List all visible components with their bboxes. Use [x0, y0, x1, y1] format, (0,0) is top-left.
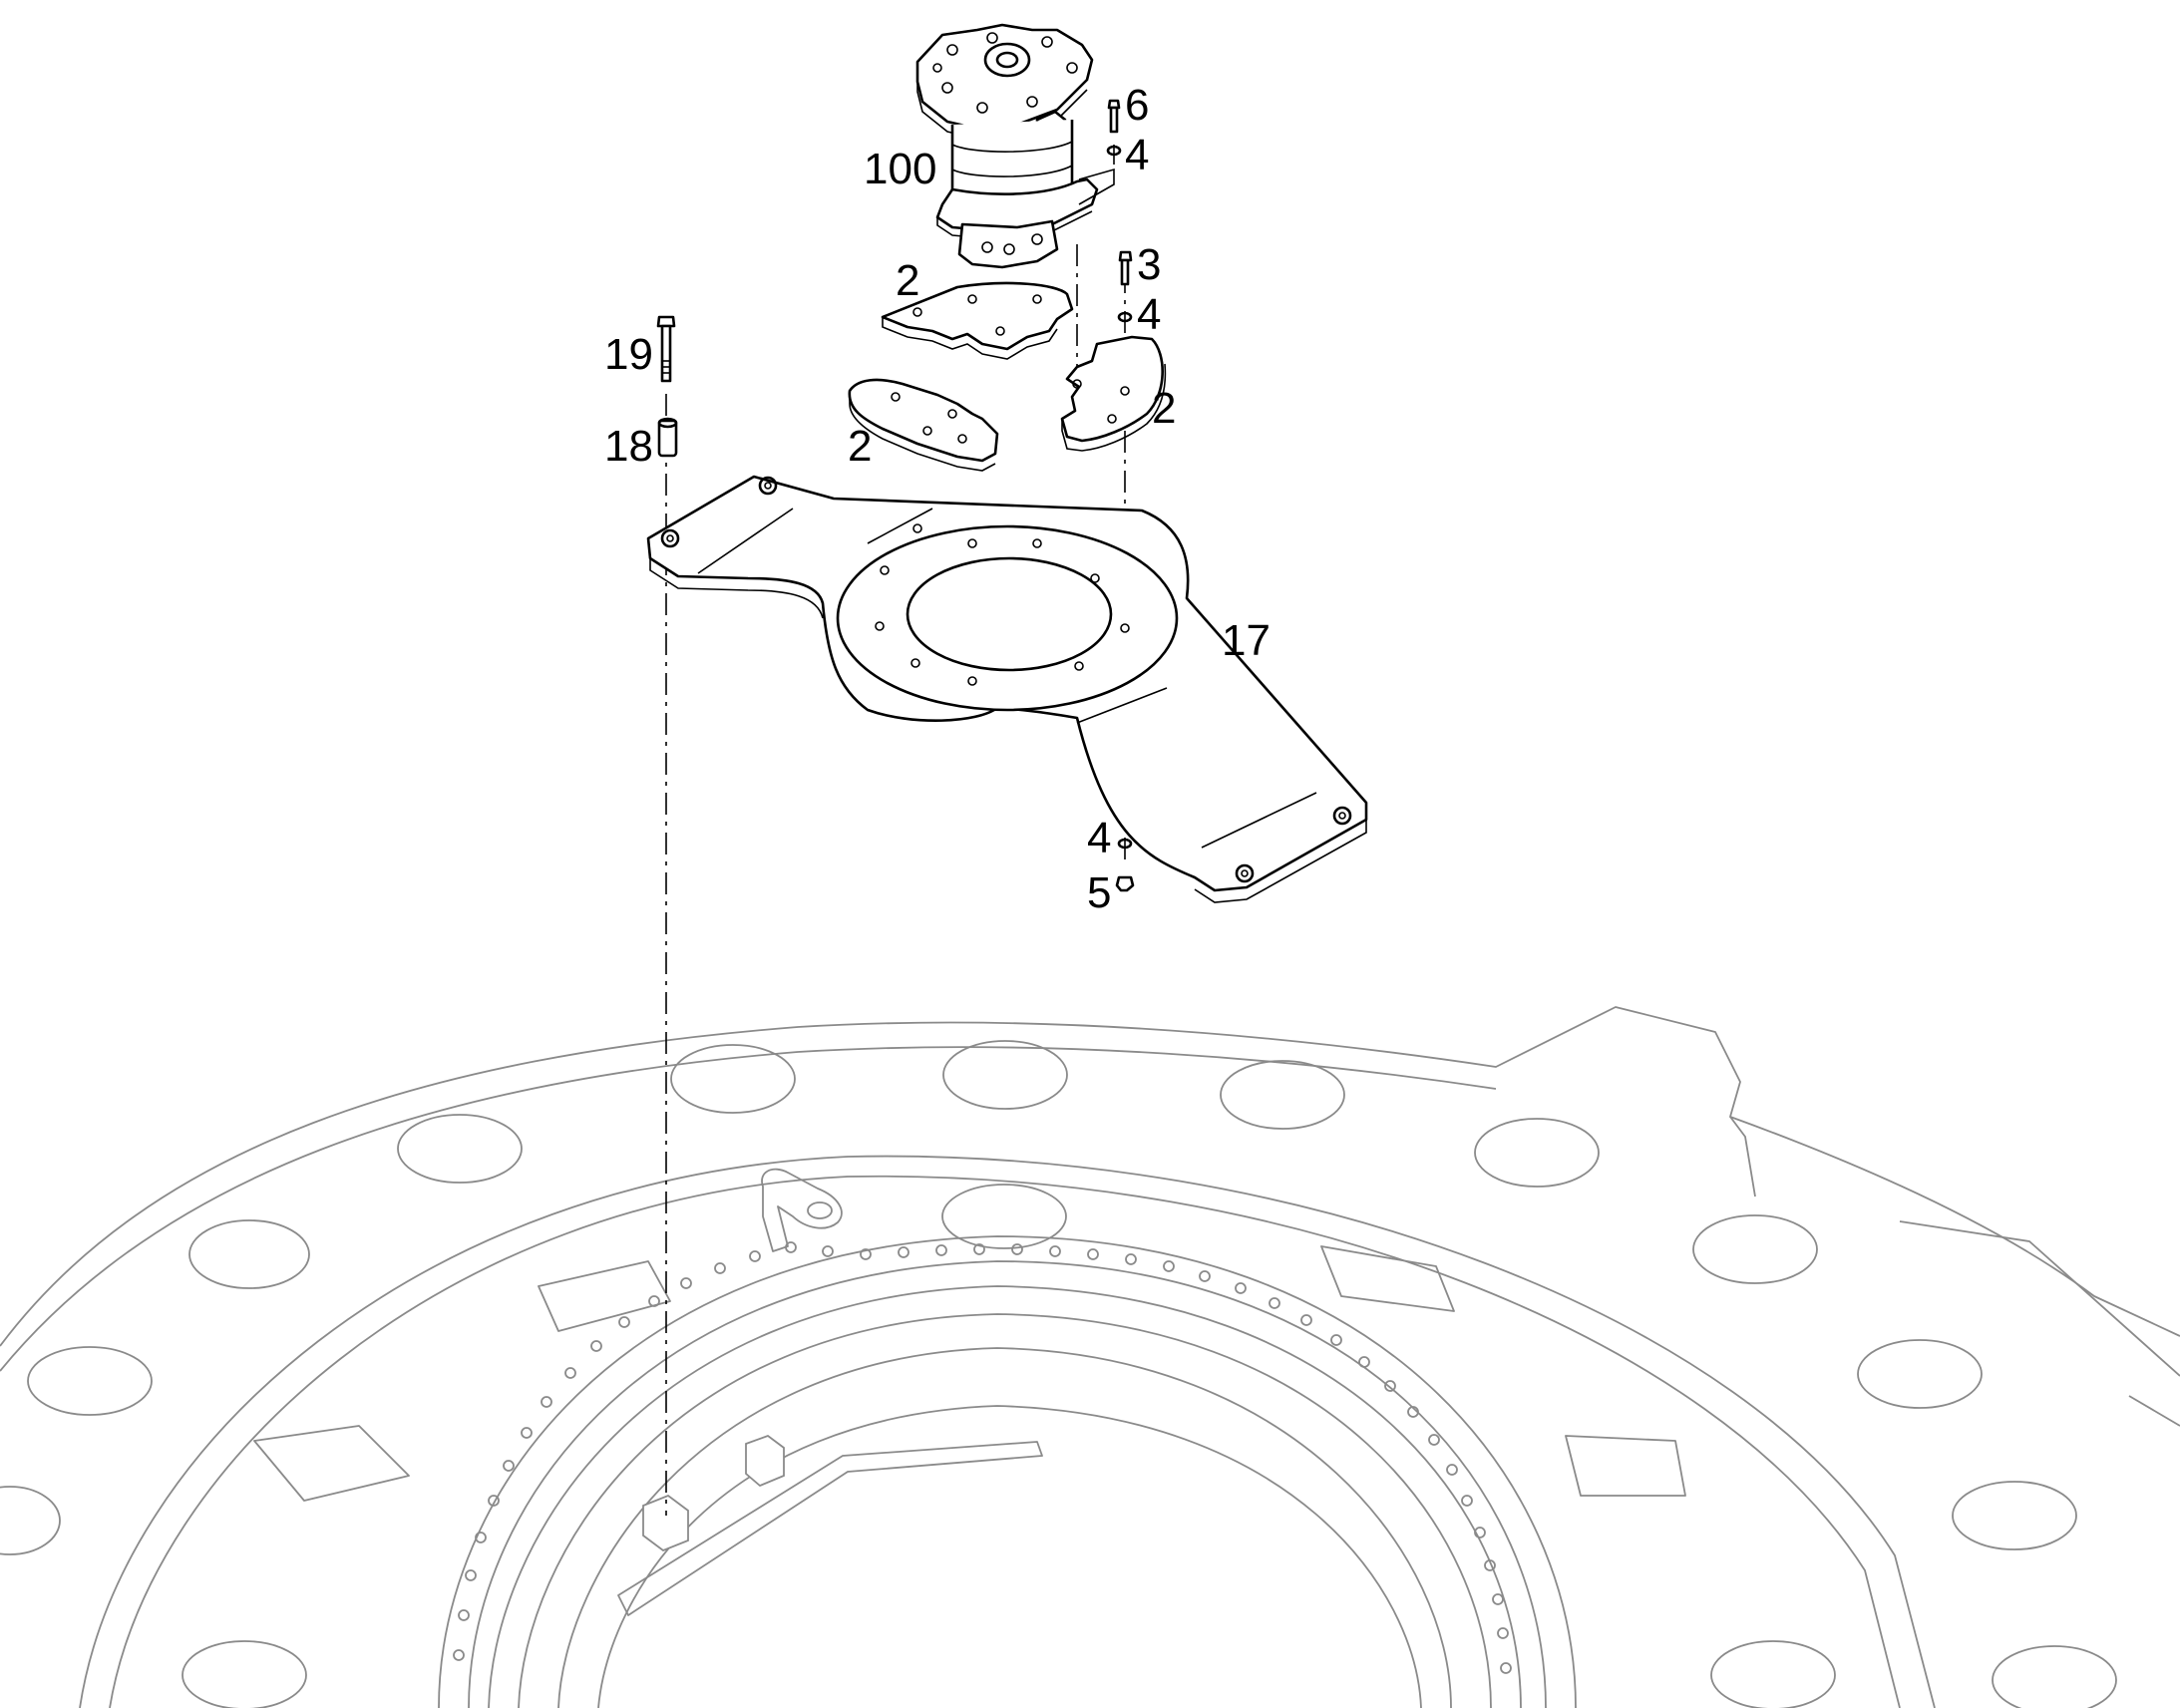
slewing-ring-frame: [0, 1006, 2180, 1708]
callout-17: 17: [1222, 616, 1271, 665]
part-18-spacer: [657, 417, 678, 458]
callout-4-mid: 4: [1137, 290, 1161, 339]
part-2-shim-left: [848, 378, 999, 472]
callout-18: 18: [604, 422, 653, 471]
part-2-shim-right: [1060, 335, 1167, 452]
callout-6: 6: [1125, 81, 1149, 130]
callout-2-top: 2: [896, 256, 919, 305]
frame-lightening-holes: [0, 1040, 2117, 1708]
assembly-centerlines: [665, 145, 1126, 1516]
part-4-washer-bottom: [1117, 838, 1133, 850]
callout-100: 100: [864, 145, 936, 193]
callout-5: 5: [1087, 868, 1111, 917]
part-19-bolt: [656, 315, 676, 383]
callout-19: 19: [604, 330, 653, 379]
callout-2-right: 2: [1152, 384, 1176, 433]
inner-ring-bolt-holes: [453, 1241, 1512, 1674]
callout-4-top: 4: [1125, 131, 1149, 179]
part-4-washer-mid: [1117, 311, 1133, 323]
frame-pockets: [253, 1245, 1686, 1502]
part-3-screw: [1118, 250, 1133, 286]
part-4-washer-top: [1106, 145, 1122, 157]
inner-bracket: [617, 1434, 1043, 1616]
part-17-mounting-plate: [646, 475, 1368, 903]
part-6-screw: [1107, 99, 1121, 134]
lifting-eye: [761, 1168, 843, 1252]
leader-motor-bolt: [1078, 168, 1115, 205]
callout-3: 3: [1137, 240, 1161, 289]
part-2-shim-top: [881, 281, 1074, 360]
part-5-nut: [1115, 875, 1135, 892]
callout-labels: 6 4 100 3 4 2 19 2 18 2 17 4 5: [604, 81, 1271, 917]
part-100-motor: [915, 23, 1099, 269]
callout-2-left: 2: [848, 422, 872, 471]
callout-4-bottom: 4: [1087, 814, 1111, 862]
